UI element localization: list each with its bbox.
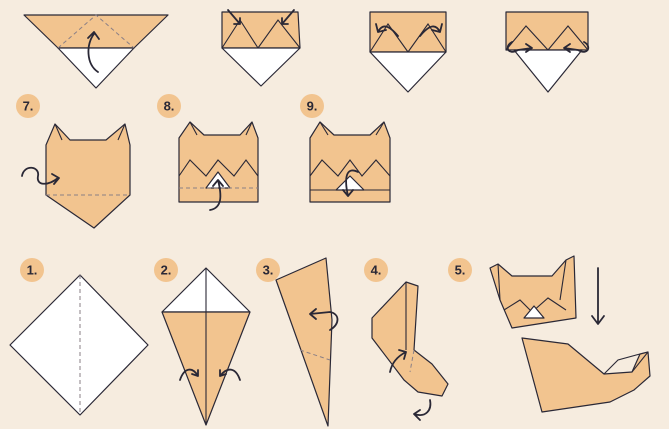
- step-1-label: 1.: [27, 263, 38, 278]
- step-4: 4.: [364, 258, 448, 420]
- step-7-label: 7.: [23, 99, 34, 114]
- step-2: 2.: [154, 258, 250, 425]
- reverse-fold-down-arrow: [414, 400, 430, 420]
- step-3: 3.: [256, 258, 338, 426]
- step-4-label: 4.: [371, 263, 382, 278]
- step-2-label: 2.: [161, 263, 172, 278]
- step-7: 7.: [16, 94, 130, 228]
- head-step-a: [24, 15, 168, 88]
- step-3-label: 3.: [263, 263, 274, 278]
- step-9-label: 9.: [307, 99, 318, 114]
- step-5: 5.: [448, 256, 650, 412]
- step-8-label: 8.: [164, 99, 175, 114]
- attach-head-arrow: [592, 268, 604, 324]
- step-8: 8.: [157, 94, 258, 210]
- step-9: 9.: [300, 94, 390, 202]
- head-step-c: [370, 12, 446, 92]
- head-step-b: [222, 10, 300, 86]
- head-step-d: [506, 12, 588, 92]
- step-1: 1.: [10, 258, 148, 415]
- step-5-label: 5.: [455, 263, 466, 278]
